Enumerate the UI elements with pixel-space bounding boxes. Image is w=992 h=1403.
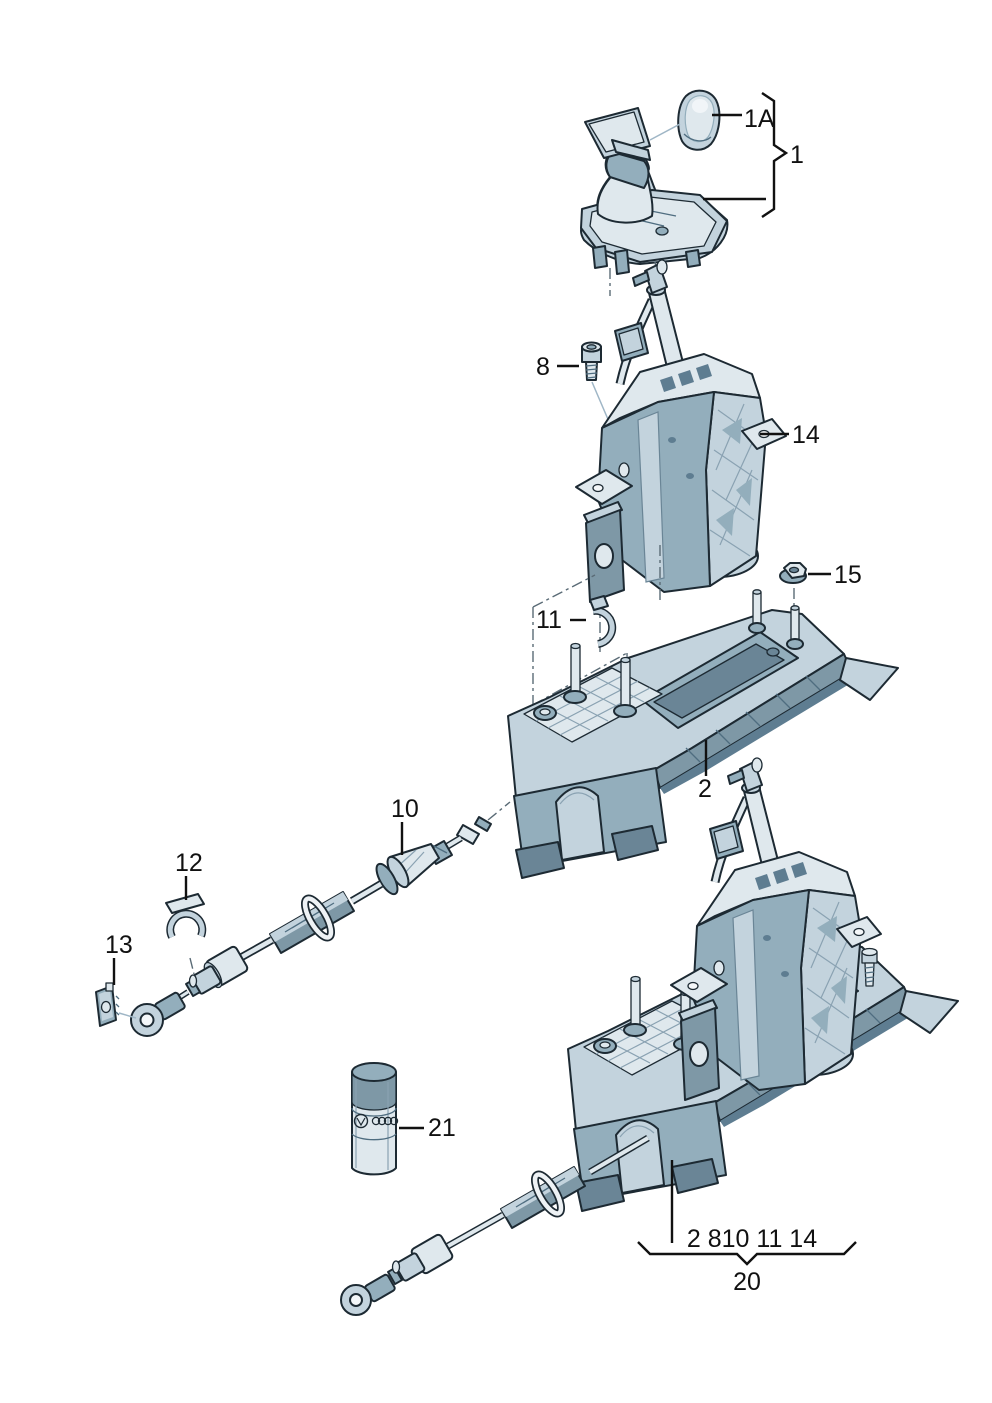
assembly-screw bbox=[861, 947, 878, 987]
callout-screw: 8 bbox=[536, 353, 550, 381]
vw-logo bbox=[353, 1113, 369, 1129]
knob-head bbox=[584, 107, 651, 161]
part-shift-knob-cap bbox=[677, 89, 721, 151]
assembly-complete bbox=[340, 758, 959, 1316]
callout-cable-clip: 12 bbox=[175, 849, 203, 877]
leader-cap-to-boot bbox=[649, 123, 681, 141]
part-selector-cable bbox=[130, 801, 511, 1037]
part-flange-nut bbox=[779, 562, 807, 584]
callout-bracket-frame: 2 bbox=[698, 775, 712, 803]
callout-cable-bracket: 13 bbox=[105, 931, 133, 959]
part-spray-can bbox=[351, 1062, 399, 1176]
callout-knob-group: 1 bbox=[790, 141, 804, 169]
assembly-cable bbox=[340, 1134, 650, 1316]
callout-assembly-parts: 2 810 11 14 bbox=[687, 1225, 817, 1253]
callout-knob-cap: 1A bbox=[744, 105, 775, 133]
part-screw bbox=[581, 341, 602, 381]
callout-spray-can: 21 bbox=[428, 1114, 456, 1142]
audi-rings-logo bbox=[371, 1116, 399, 1126]
part-shift-knob-boot-assembly bbox=[580, 107, 729, 275]
part-retaining-clip bbox=[589, 595, 617, 648]
part-cable-end-bracket bbox=[95, 982, 120, 1027]
callout-clip: 11 bbox=[536, 606, 562, 634]
part-mounting-bracket-base bbox=[507, 589, 899, 879]
leader-bracket-to-eyelet bbox=[118, 1012, 137, 1019]
part-cable-clip bbox=[165, 893, 207, 939]
bracket-group-1 bbox=[761, 92, 789, 218]
assembly-mechanism bbox=[671, 758, 881, 1100]
callout-nut: 15 bbox=[834, 561, 862, 589]
alignment-dash-clip12 bbox=[189, 957, 195, 975]
callout-assembly: 20 bbox=[733, 1268, 761, 1296]
callout-cable: 10 bbox=[391, 795, 419, 823]
brace-group-20 bbox=[637, 1241, 857, 1266]
callout-mechanism: 14 bbox=[792, 421, 820, 449]
part-shift-mechanism bbox=[576, 260, 786, 602]
